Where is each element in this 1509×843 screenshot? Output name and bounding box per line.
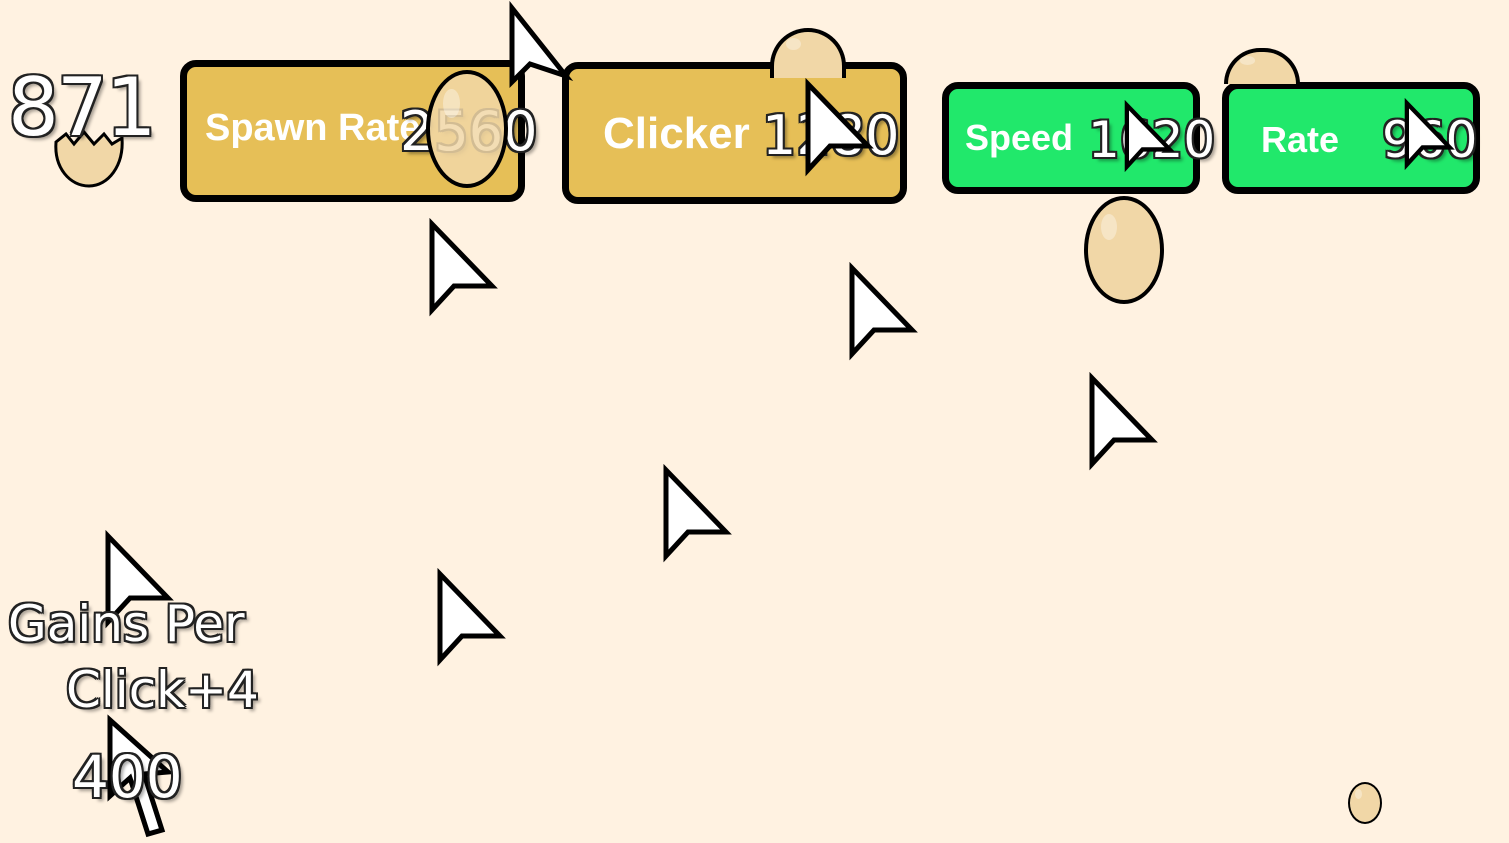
- egg-icon[interactable]: [1224, 48, 1300, 84]
- rate-upgrade-button[interactable]: Rate: [1222, 82, 1480, 194]
- clicker-label: Clicker: [603, 109, 750, 158]
- egg-icon[interactable]: [1348, 782, 1382, 824]
- arrow-cursor-icon: [436, 567, 506, 670]
- speed-label: Speed: [965, 117, 1074, 158]
- arrow-cursor-icon: [804, 77, 874, 180]
- gains-label-line2: Click+4: [66, 661, 259, 719]
- gains-per-click-upgrade[interactable]: Gains Per Click+4 400: [0, 590, 290, 838]
- gains-cost: 400: [72, 743, 183, 811]
- gains-label-line1: Gains Per: [8, 595, 245, 653]
- arrow-cursor-icon: [1088, 371, 1158, 474]
- arrow-cursor-icon: [662, 463, 732, 566]
- egg-icon[interactable]: [770, 28, 846, 78]
- arrow-cursor-icon: [104, 529, 174, 632]
- arrow-cursor-icon: [1124, 99, 1175, 174]
- spawn-rate-label: Spawn Rate: [205, 107, 421, 149]
- egg-count: 871: [8, 61, 157, 154]
- arrow-cursor-icon: [508, 0, 574, 94]
- speed-upgrade-button[interactable]: Speed: [942, 82, 1200, 194]
- egg-icon[interactable]: [1084, 196, 1164, 304]
- arrow-cursor-icon: [428, 217, 498, 320]
- cracked-egg-icon: [52, 128, 126, 190]
- arrow-cursor-icon: [1404, 97, 1455, 172]
- gains-cursor-icon: [104, 714, 174, 838]
- rate-label: Rate: [1261, 119, 1340, 160]
- arrow-cursor-icon: [848, 261, 918, 364]
- egg-icon[interactable]: [426, 70, 508, 188]
